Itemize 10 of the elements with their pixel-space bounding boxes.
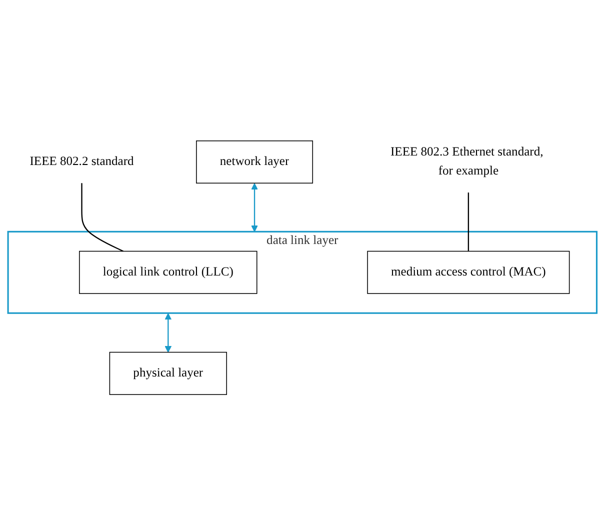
- connector: [468, 192, 470, 252]
- arrow: [164, 313, 172, 353]
- arrow: [251, 183, 258, 232]
- node-box: medium access control (MAC): [367, 250, 570, 294]
- connector: [81, 183, 124, 252]
- node-box: logical link control (LLC): [79, 250, 258, 294]
- node-text: IEEE 802.2 standard: [30, 154, 134, 168]
- node-box: network layer: [196, 140, 314, 184]
- node-box: physical layer: [109, 352, 227, 395]
- node-text: IEEE 802.3 Ethernet standard, for example: [390, 146, 544, 178]
